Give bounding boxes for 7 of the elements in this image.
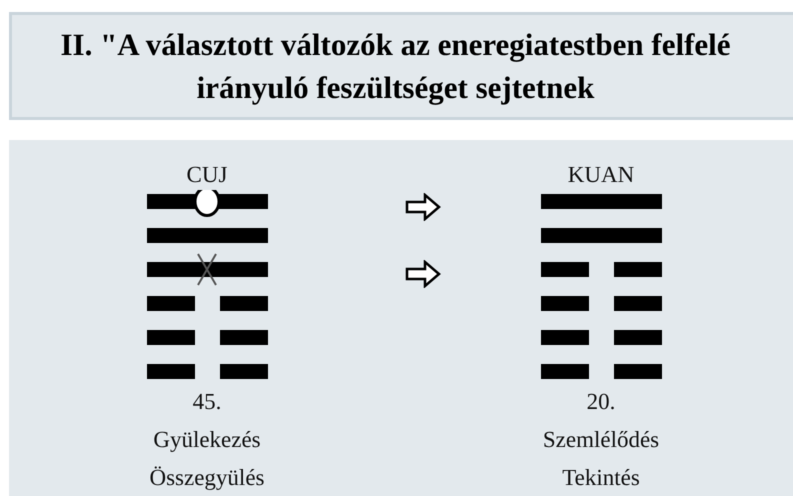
hexagram-number: 20. <box>586 388 616 416</box>
title-banner: II. "A választott változók az eneregiatestben felfelé irányuló feszültséget sejtetnek <box>9 12 793 120</box>
hexagram-name: CUJ <box>186 161 228 189</box>
hexagram-number: 45. <box>192 388 222 416</box>
hexagram-meaning: Szemlélődés Tekintés <box>542 426 660 492</box>
hexagram-name: KUAN <box>566 161 636 189</box>
hexagram-meaning: Gyülekezés Összegyülés <box>148 426 266 492</box>
